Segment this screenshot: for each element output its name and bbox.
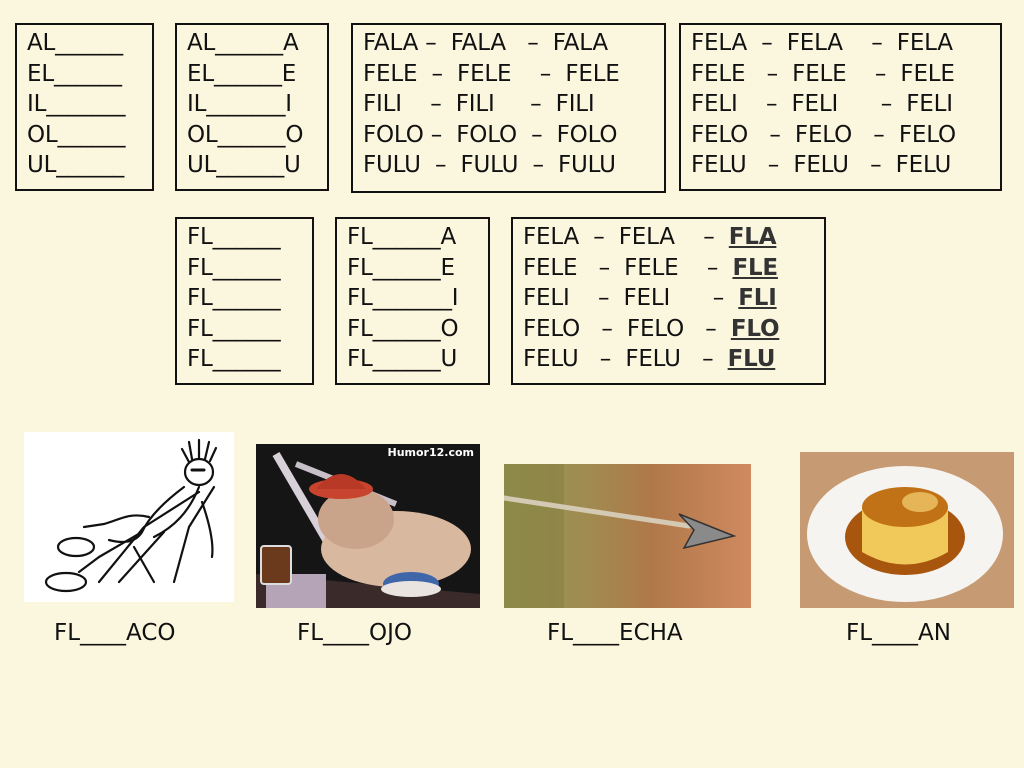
fela-line-4: FELO – FELO – FELO [691,121,956,148]
fela-fl-box: FELA – FELA – FLA FELE – FELE – FLE FELI… [511,217,826,385]
fela-fl-line-5: FELU – FELU – FLU [523,346,776,372]
fl-blank-line-4: FL______ [187,315,281,342]
al-blank-line-2: EL______ [27,60,122,87]
fela-line-1: FELA – FELA – FELA [691,30,953,56]
caption-flecha: FL____ECHA [547,620,683,646]
al-blank-line-1: AL______ [27,30,123,56]
fala-line-5: FULU – FULU – FULU [363,152,616,178]
lazy-man-drawing [24,432,234,602]
watermark-text: Humor12.com [387,446,474,459]
fela-fl-line-3: FELI – FELI – FLI [523,285,777,311]
syllable-fle: FLE [732,254,778,281]
al-blank-line-5: UL______ [27,152,125,178]
al-blank-box: AL______ EL______ IL_______ OL______ UL_… [15,23,154,191]
fela-box: FELA – FELA – FELA FELE – FELE – FELE FE… [679,23,1002,191]
al-vowel-line-1: AL______A [187,30,299,56]
arrow-photo [504,464,751,608]
fela-line-5: FELU – FELU – FELU [691,152,952,178]
syllable-flo: FLO [730,315,780,342]
fl-vowel-line-2: FL______E [347,254,455,281]
caption-flojo: FL____OJO [297,620,413,646]
fl-vowel-line-5: FL______U [347,346,458,372]
fl-blank-line-3: FL______ [187,285,281,311]
fl-vowel-line-3: FL_______I [347,285,459,311]
fala-line-2: FELE – FELE – FELE [363,60,620,87]
syllable-fli: FLI [738,285,777,311]
fala-box: FALA – FALA – FALA FELE – FELE – FELE FI… [351,23,666,193]
fl-vowel-line-1: FL______A [347,224,456,250]
fela-fl-line-1: FELA – FELA – FLA [523,224,777,250]
al-vowel-line-5: UL______U [187,152,301,178]
fl-blank-line-1: FL______ [187,224,281,250]
syllable-flu: FLU [727,346,776,372]
al-vowel-line-3: IL_______I [187,91,292,117]
syllable-fla: FLA [728,224,777,250]
al-blank-line-3: IL_______ [27,91,126,117]
fl-vowel-box: FL______A FL______E FL_______I FL______O… [335,217,490,385]
dog-sleeping-photo: Humor12.com [256,444,480,608]
fala-line-3: FILI – FILI – FILI [363,91,595,117]
flan-photo [800,452,1014,608]
fl-blank-line-5: FL______ [187,346,281,372]
al-vowel-line-2: EL______E [187,60,297,87]
fala-line-1: FALA – FALA – FALA [363,30,608,56]
caption-flaco: FL____ACO [54,620,176,646]
fela-line-3: FELI – FELI – FELI [691,91,953,117]
fela-fl-line-2: FELE – FELE – FLE [523,254,778,281]
fl-blank-box: FL______ FL______ FL______ FL______ FL__… [175,217,314,385]
fl-blank-line-2: FL______ [187,254,281,281]
fela-line-2: FELE – FELE – FELE [691,60,955,87]
fl-vowel-line-4: FL______O [347,315,459,342]
caption-flan: FL____AN [846,620,951,646]
al-vowel-line-4: OL______O [187,121,304,148]
al-blank-line-4: OL______ [27,121,126,148]
fala-line-4: FOLO – FOLO – FOLO [363,121,618,148]
al-vowel-box: AL______A EL______E IL_______I OL______O… [175,23,329,191]
fela-fl-line-4: FELO – FELO – FLO [523,315,780,342]
